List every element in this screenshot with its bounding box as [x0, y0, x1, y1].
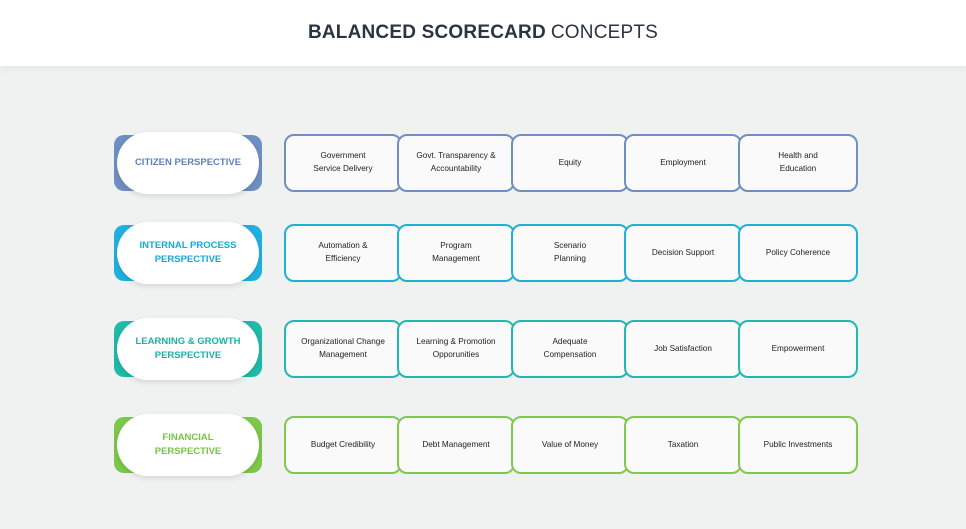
- concept-card: Public Investments: [738, 416, 858, 474]
- row-learning-growth-perspective: LEARNING & GROWTH PERSPECTIVE Organizati…: [0, 318, 966, 380]
- perspective-pill: CITIZEN PERSPECTIVE: [117, 132, 259, 194]
- concept-card: Job Satisfaction: [624, 320, 742, 378]
- concept-card: Empowerment: [738, 320, 858, 378]
- perspective-label-citizen: CITIZEN PERSPECTIVE: [114, 132, 262, 194]
- concept-card: Debt Management: [397, 416, 515, 474]
- concept-card: Adequate Compensation: [511, 320, 629, 378]
- concept-card: Learning & Promotion Opporunities: [397, 320, 515, 378]
- perspective-pill: LEARNING & GROWTH PERSPECTIVE: [117, 318, 259, 380]
- row-internal-process-perspective: INTERNAL PROCESS PERSPECTIVE Automation …: [0, 222, 966, 284]
- title-light: CONCEPTS: [550, 22, 659, 43]
- title-bold: BALANCED SCORECARD: [307, 22, 546, 43]
- concept-card: Health and Education: [738, 134, 858, 192]
- row-financial-perspective: FINANCIAL PERSPECTIVE Budget Credibility…: [0, 414, 966, 476]
- perspective-pill: FINANCIAL PERSPECTIVE: [117, 414, 259, 476]
- perspective-label-learning-growth: LEARNING & GROWTH PERSPECTIVE: [114, 318, 262, 380]
- concept-card: Govt. Transparency & Accountability: [397, 134, 515, 192]
- perspective-label-internal-process: INTERNAL PROCESS PERSPECTIVE: [114, 222, 262, 284]
- concept-card: Taxation: [624, 416, 742, 474]
- concept-card: Decision Support: [624, 224, 742, 282]
- perspective-label-financial: FINANCIAL PERSPECTIVE: [114, 414, 262, 476]
- concept-card: Organizational Change Management: [284, 320, 402, 378]
- concept-card: Government Service Delivery: [284, 134, 402, 192]
- concept-card: Automation & Efficiency: [284, 224, 402, 282]
- concept-card: Equity: [511, 134, 629, 192]
- perspective-pill: INTERNAL PROCESS PERSPECTIVE: [117, 222, 259, 284]
- concept-card: Employment: [624, 134, 742, 192]
- row-citizen-perspective: CITIZEN PERSPECTIVE Government Service D…: [0, 132, 966, 194]
- concept-card: Budget Credibility: [284, 416, 402, 474]
- concept-card: Policy Coherence: [738, 224, 858, 282]
- concept-card: Scenario Planning: [511, 224, 629, 282]
- concept-card: Value of Money: [511, 416, 629, 474]
- concept-card: Program Management: [397, 224, 515, 282]
